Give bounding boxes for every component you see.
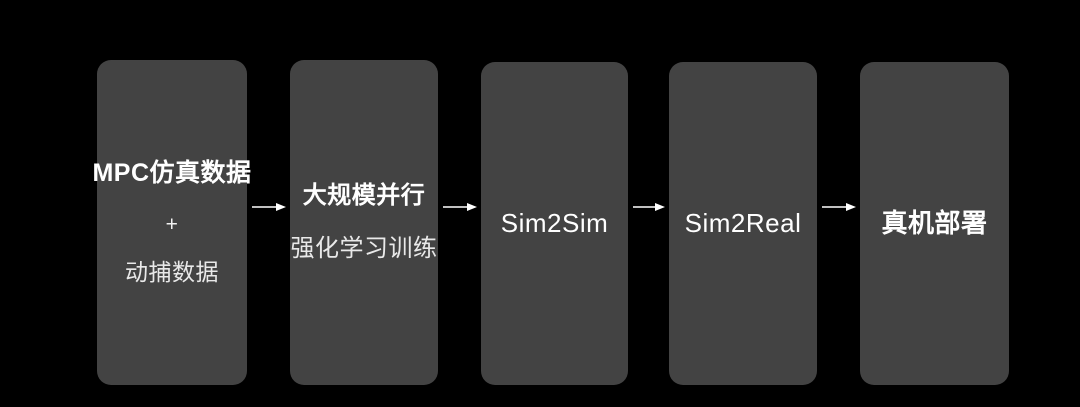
- stage-box-sim2sim: Sim2Sim: [481, 62, 628, 385]
- stage-label-line: MPC仿真数据: [92, 158, 252, 187]
- stage-label-line: Sim2Real: [684, 208, 802, 239]
- arrow-right-icon: [821, 195, 857, 219]
- arrow-right-icon: [442, 195, 478, 219]
- arrow-right-icon: [251, 195, 287, 219]
- stage-label-line: Sim2Sim: [500, 208, 609, 239]
- stage-box-real-robot-deploy: 真机部署: [860, 62, 1009, 385]
- stage-label-line: 大规模并行: [302, 182, 426, 210]
- stage-box-mpc-data: MPC仿真数据 + 动捕数据: [92, 60, 251, 385]
- stage-label-line: 强化学习训练: [290, 234, 438, 262]
- stage-box-sim2real: Sim2Real: [669, 62, 817, 385]
- stage-label-line: 动捕数据: [125, 259, 219, 286]
- stage-label-line: 真机部署: [881, 208, 988, 239]
- arrow-right-icon: [632, 195, 666, 219]
- stage-plus-symbol: +: [165, 213, 179, 237]
- stage-box-large-scale-rl: 大规模并行 强化学习训练: [290, 60, 438, 385]
